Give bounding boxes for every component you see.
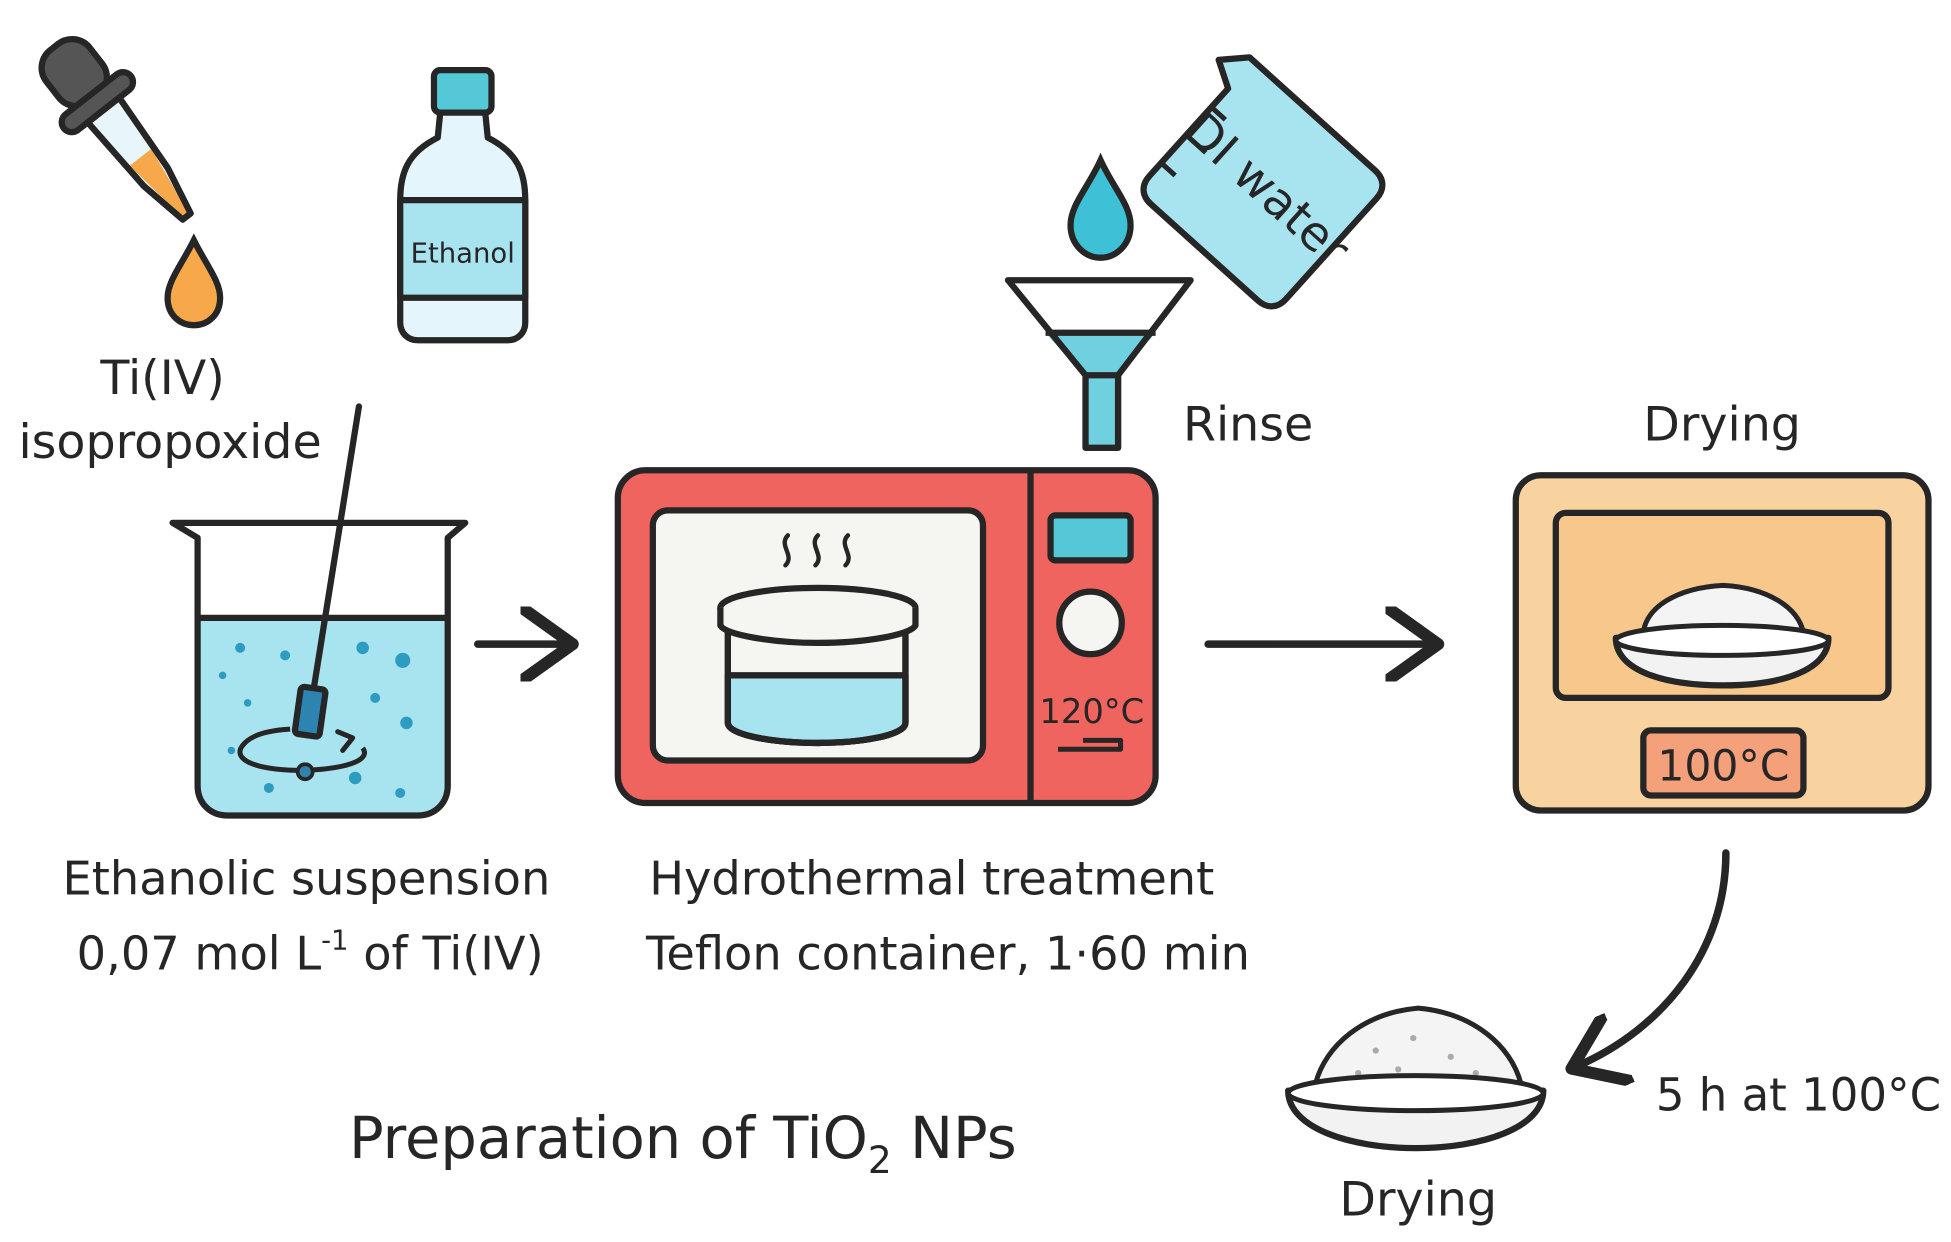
suspension-label-line2: 0,07 mol L-1 of Ti(IV) xyxy=(77,924,544,980)
drying-bottom-label: Drying xyxy=(1339,1173,1497,1228)
funnel-icon xyxy=(1004,277,1194,451)
oven-temp: 100°C xyxy=(1657,742,1789,791)
di-water-bottle-icon: DI water xyxy=(1140,54,1386,310)
suspension-superscript: -1 xyxy=(321,924,348,956)
powder-dish-icon xyxy=(1612,582,1832,689)
title-tail: NPs xyxy=(892,1105,1017,1172)
arrow-icon xyxy=(1578,849,1730,1066)
title-main: Preparation of TiO xyxy=(349,1105,868,1172)
suspension-label-line1: Ethanolic suspension xyxy=(63,851,551,905)
hydro-label-line1: Hydrothermal treatment xyxy=(649,851,1214,905)
precursor-drop-icon xyxy=(164,233,224,329)
ethanol-bottle-label: Ethanol xyxy=(411,238,515,270)
suspension-tail: of Ti(IV) xyxy=(349,926,544,980)
hydro-label-line2: Teflon container, 1·60 min xyxy=(645,926,1250,980)
precursor-label-line2: isopropoxide xyxy=(18,415,321,470)
water-drop-icon xyxy=(1067,152,1134,261)
microwave-temp: 120°C xyxy=(1039,692,1144,731)
ethanol-bottle-icon xyxy=(397,66,529,344)
stir-bar-icon xyxy=(237,403,367,782)
powder-dish-icon xyxy=(1285,1005,1547,1152)
teflon-container-icon xyxy=(717,533,919,747)
suspension-concentration: 0,07 mol L xyxy=(77,926,322,980)
drying-top-label: Drying xyxy=(1643,397,1801,452)
title-subscript: 2 xyxy=(868,1138,892,1182)
dropper-icon xyxy=(38,35,194,223)
rinse-label: Rinse xyxy=(1183,397,1313,452)
duration-label: 5 h at 100°C xyxy=(1656,1069,1941,1122)
diagram-title: Preparation of TiO2 NPs xyxy=(349,1105,1017,1182)
precursor-label-line1: Ti(IV) xyxy=(99,351,224,406)
